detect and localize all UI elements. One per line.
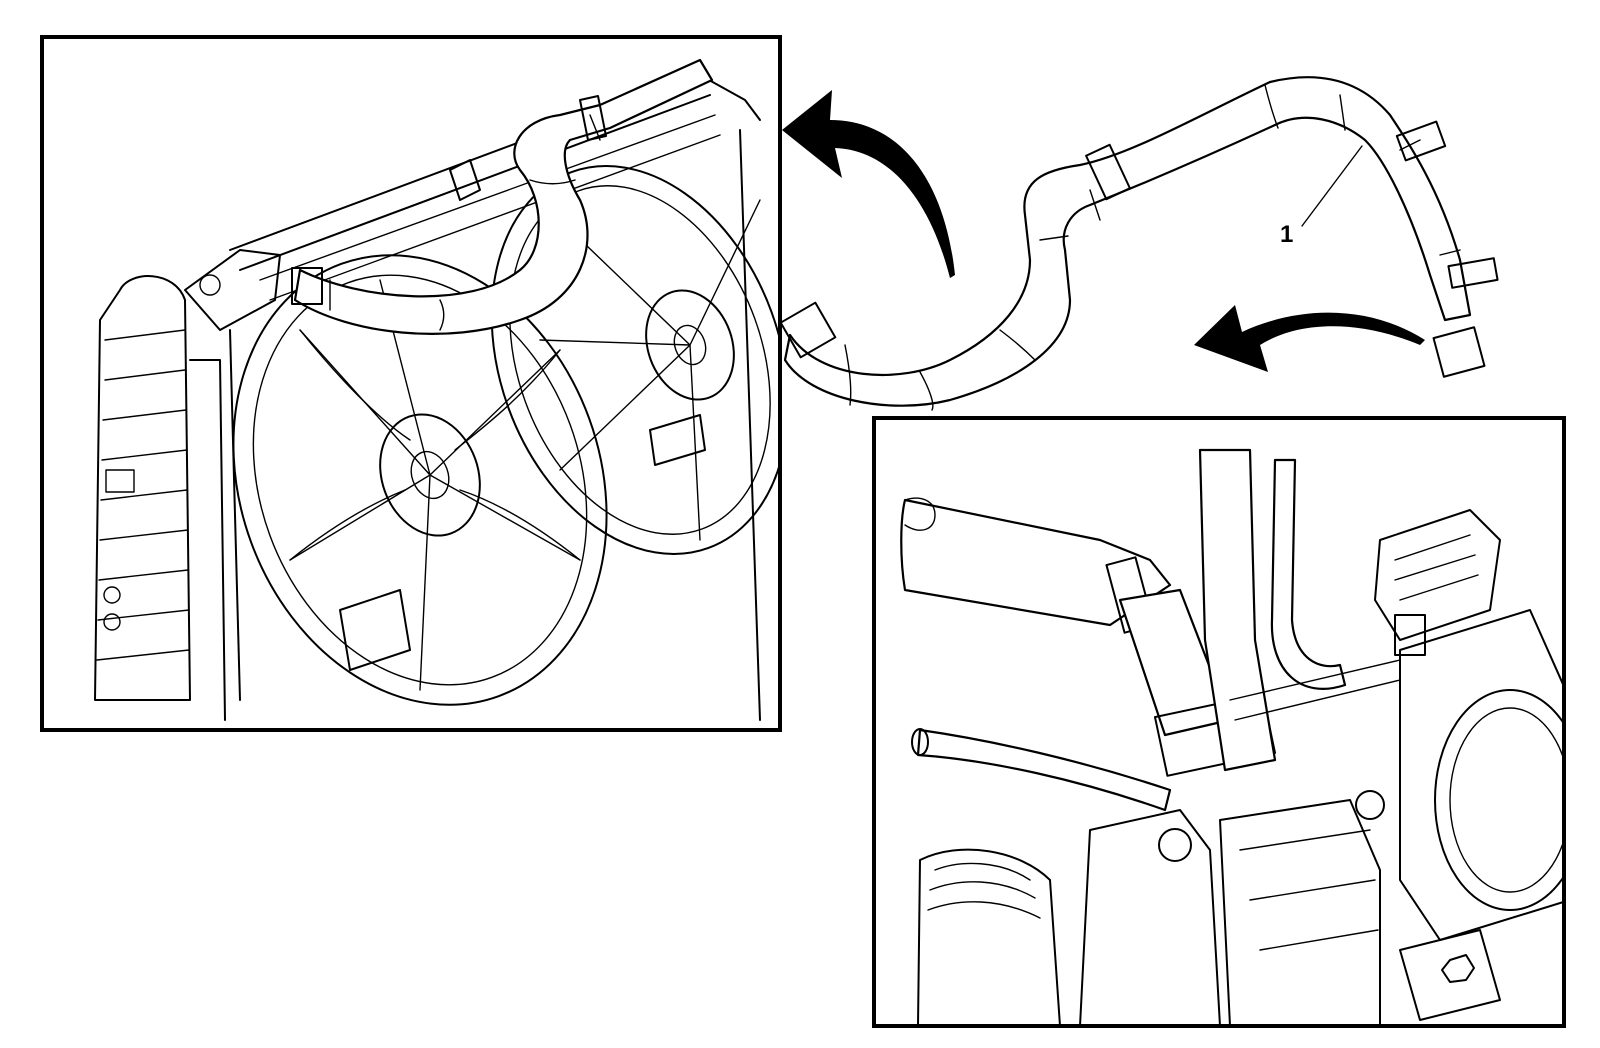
radiator-hose-removed: 1 [779,76,1499,411]
radiator-hose-inset [291,58,714,335]
engine-inset [872,416,1566,1028]
throttle-body [1374,509,1564,941]
arrow-to-engine-icon [1194,305,1425,372]
cooling-fan-right [490,165,780,555]
engine-block [917,790,1501,1026]
hose-end-engine [900,497,1277,777]
callout-number: 1 [1280,221,1293,248]
radiator [94,249,281,721]
inset-frame-left [40,35,782,732]
arrow-to-radiator-icon [782,90,955,278]
callout-leader [1301,145,1363,227]
radiator-fan-inset [40,35,782,732]
cooling-fan-left [232,254,608,706]
